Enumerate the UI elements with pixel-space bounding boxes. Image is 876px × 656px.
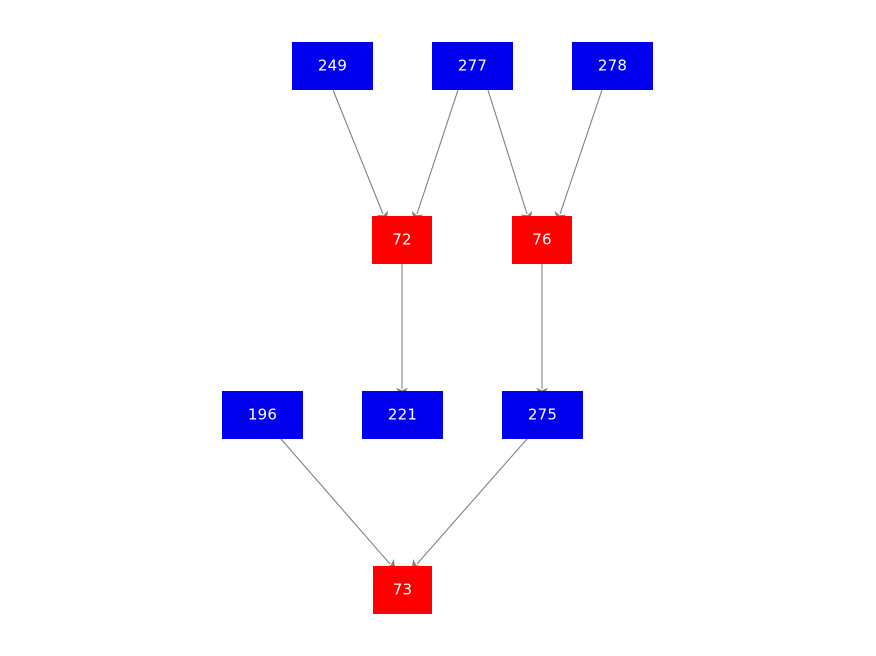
node-249[interactable]: 249 (292, 42, 373, 90)
node-label: 278 (597, 56, 628, 74)
edges-group (280, 89, 603, 571)
edge-249-to-72 (332, 89, 389, 222)
node-label: 73 (392, 580, 413, 598)
node-label: 275 (527, 405, 558, 423)
node-221[interactable]: 221 (362, 391, 443, 439)
node-196[interactable]: 196 (222, 391, 303, 439)
edge-275-to-73 (411, 438, 528, 571)
node-label: 196 (247, 405, 278, 423)
edge-277-to-72 (411, 89, 459, 223)
node-label: 221 (387, 405, 418, 423)
node-278[interactable]: 278 (572, 42, 653, 90)
node-label: 76 (532, 230, 552, 248)
edge-278-to-76 (554, 89, 603, 223)
node-76[interactable]: 76 (512, 216, 572, 264)
edge-277-to-76 (487, 89, 533, 223)
node-label: 72 (392, 230, 412, 248)
node-72[interactable]: 72 (372, 216, 432, 264)
node-label: 277 (457, 56, 488, 74)
node-73[interactable]: 73 (373, 566, 432, 614)
edge-196-to-73 (280, 438, 396, 571)
node-275[interactable]: 275 (502, 391, 583, 439)
node-277[interactable]: 277 (432, 42, 513, 90)
node-label: 249 (317, 56, 348, 74)
